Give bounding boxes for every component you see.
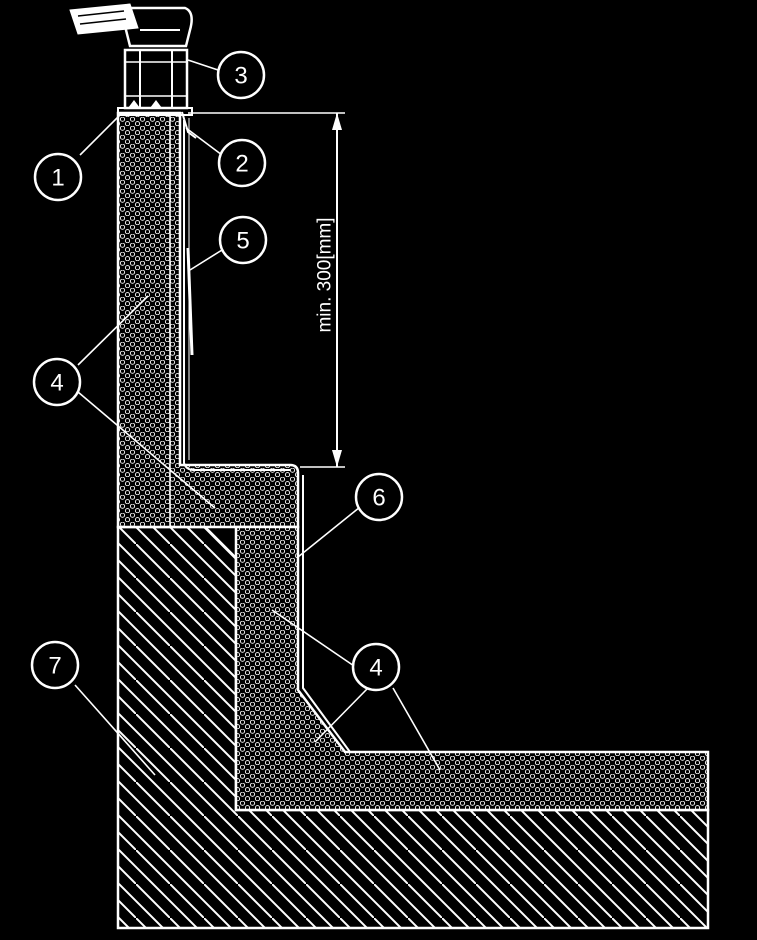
window-frame-profile [69,3,193,116]
insulation-layers [116,111,710,812]
callout-4-lower-label: 4 [369,655,382,682]
callout-3: 3 [216,50,266,100]
callout-4-lower: 4 [351,642,401,692]
callout-5-label: 5 [236,228,249,255]
callout-6-label: 6 [372,485,385,512]
fixing-strip [181,111,197,356]
upstand-insulation [116,111,300,529]
dimension-line: min. 300[mm] [188,112,345,468]
callout-3-label: 3 [234,63,247,90]
callout-6: 6 [354,472,404,522]
leader-lines [74,59,441,776]
callout-2-label: 2 [235,151,248,178]
callout-4-upper: 4 [32,357,82,407]
callout-7: 7 [30,640,80,690]
dimension-label: min. 300[mm] [315,217,336,332]
callout-7-label: 7 [48,653,61,680]
concrete-structure [116,525,710,930]
callout-1: 1 [33,152,83,202]
step-insulation [234,525,710,812]
callout-1-label: 1 [51,165,64,192]
callout-5: 5 [218,215,268,265]
callout-4-upper-label: 4 [50,370,63,397]
callout-2: 2 [217,138,267,188]
